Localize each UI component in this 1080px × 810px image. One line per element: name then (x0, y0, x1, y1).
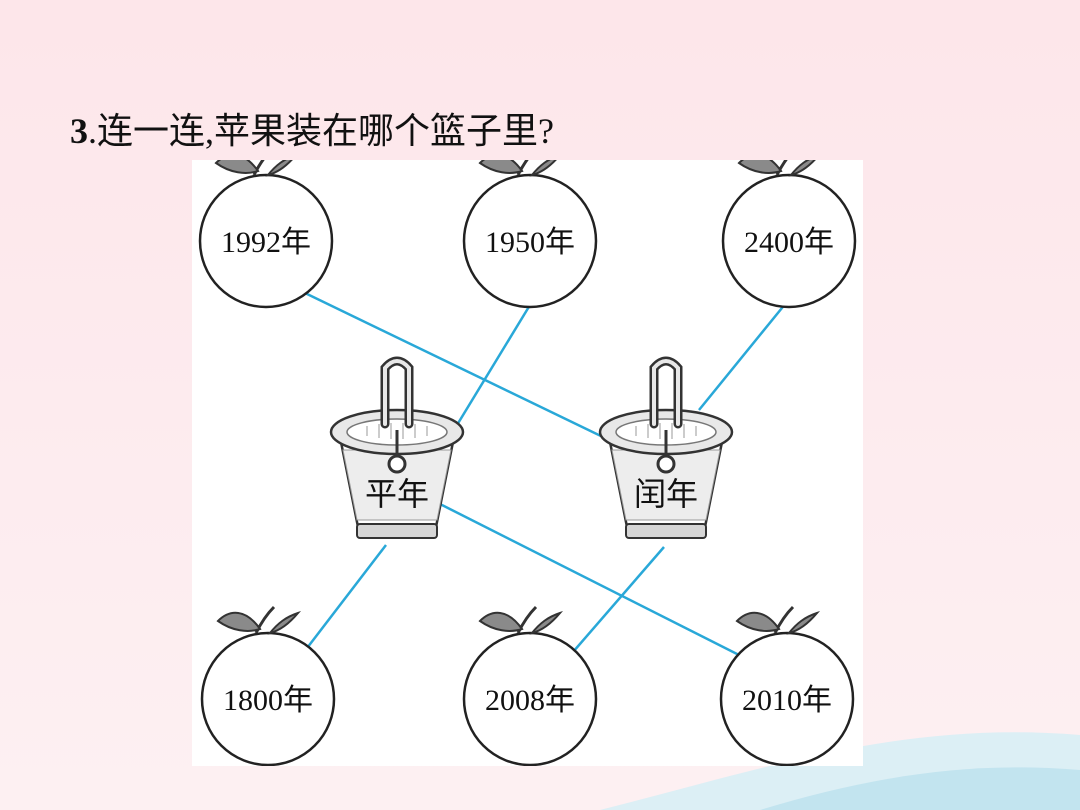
apple-label-2008: 2008年 (485, 684, 575, 717)
question-number: 3 (70, 111, 88, 151)
basket-leap-year[interactable]: 闰年 (600, 361, 732, 538)
apple-label-1950: 1950年 (485, 226, 575, 259)
apple-1950[interactable]: 1950年 (462, 160, 598, 309)
apple-label-1992: 1992年 (221, 226, 311, 259)
connector-lines (303, 291, 787, 657)
line-1950-to-common (455, 304, 532, 426)
apple-label-2010: 2010年 (742, 684, 832, 717)
apple-1992[interactable]: 1992年 (198, 160, 334, 309)
matching-panel: 平年 闰年 1992年 1950年 2400年 1800年 2008年 (192, 160, 863, 766)
apple-label-1800: 1800年 (223, 684, 313, 717)
line-2008-to-leap (572, 546, 665, 653)
apple-1800[interactable]: 1800年 (200, 605, 336, 766)
matching-diagram: 平年 闰年 1992年 1950年 2400年 1800年 2008年 (198, 160, 857, 766)
basket-label-common-year: 平年 (365, 476, 429, 512)
apple-2008[interactable]: 2008年 (462, 605, 598, 766)
apple-label-2400: 2400年 (744, 226, 834, 259)
apple-2010[interactable]: 2010年 (719, 605, 855, 766)
basket-label-leap-year: 闰年 (634, 476, 698, 512)
line-2010-to-common (437, 501, 740, 657)
apple-2400[interactable]: 2400年 (721, 160, 857, 309)
question-title: 3.连一连,苹果装在哪个篮子里? (70, 102, 554, 154)
basket-common-year[interactable]: 平年 (331, 361, 463, 538)
line-1800-to-common (303, 544, 387, 653)
question-text: .连一连,苹果装在哪个篮子里? (88, 111, 554, 151)
line-2400-to-leap (698, 302, 787, 411)
line-1992-to-leap (304, 291, 606, 440)
